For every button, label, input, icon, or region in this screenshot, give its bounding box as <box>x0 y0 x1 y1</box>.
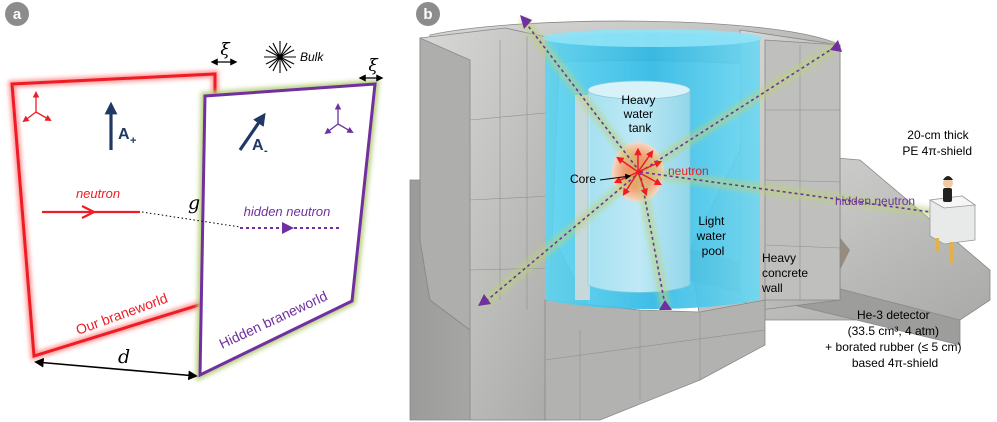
hidden-neutron-label-b: hidden neutron <box>835 194 915 208</box>
a-minus-sub: - <box>264 145 268 157</box>
purple-axes-icon <box>324 103 354 135</box>
neutron-label-a: neutron <box>76 186 120 201</box>
heavy-concrete-wall-structure <box>419 20 841 421</box>
panel-a-badge-label: a <box>13 6 22 23</box>
detector-label: He-3 detector (33.5 cm³, 4 atm) + borate… <box>825 308 965 370</box>
a-minus-label: A <box>252 137 264 154</box>
xi-left-label: ξ <box>220 40 231 60</box>
panel-b-badge: b <box>416 2 440 26</box>
core-label: Core <box>570 172 596 186</box>
hidden-neutron-label-a: hidden neutron <box>244 204 331 219</box>
person-icon <box>943 176 953 202</box>
core-neutron-burst <box>613 147 663 197</box>
bulk-star-icon <box>264 41 296 73</box>
g-label: g <box>188 192 200 214</box>
a-plus-label: A <box>118 126 130 143</box>
a-plus-sub: + <box>130 135 136 147</box>
panel-b-badge-label: b <box>423 6 432 23</box>
xi-right-label: ξ <box>368 56 379 76</box>
neutron-label-b: neutron <box>668 164 709 178</box>
panel-b: b <box>409 2 991 421</box>
pe-shield-label: 20-cm thick PE 4π-shield <box>902 128 972 158</box>
light-water-pool-label: Light water pool <box>696 214 730 258</box>
core-pointer <box>599 173 632 181</box>
neutron-arrow <box>42 205 140 219</box>
a-minus-vector: A - <box>238 112 268 157</box>
xi-left-marker: ξ <box>210 40 238 66</box>
xi-right-marker: ξ <box>358 56 384 82</box>
detector-assembly <box>928 195 977 264</box>
heavy-concrete-wall-label: Heavy concrete wall <box>761 251 811 295</box>
red-axes-icon <box>22 91 52 123</box>
a-plus-vector: A + <box>104 101 136 150</box>
d-label: d <box>118 346 130 368</box>
distance-d-arrow <box>34 357 198 381</box>
heavy-water-tank-label: Heavy water tank <box>621 93 658 135</box>
hidden-neutron-arrow <box>235 222 347 234</box>
bulk-label: Bulk <box>300 50 324 64</box>
panel-a: a ξ ξ <box>5 2 384 382</box>
panel-a-badge: a <box>5 2 29 26</box>
coupling-dotted-line <box>141 211 241 228</box>
